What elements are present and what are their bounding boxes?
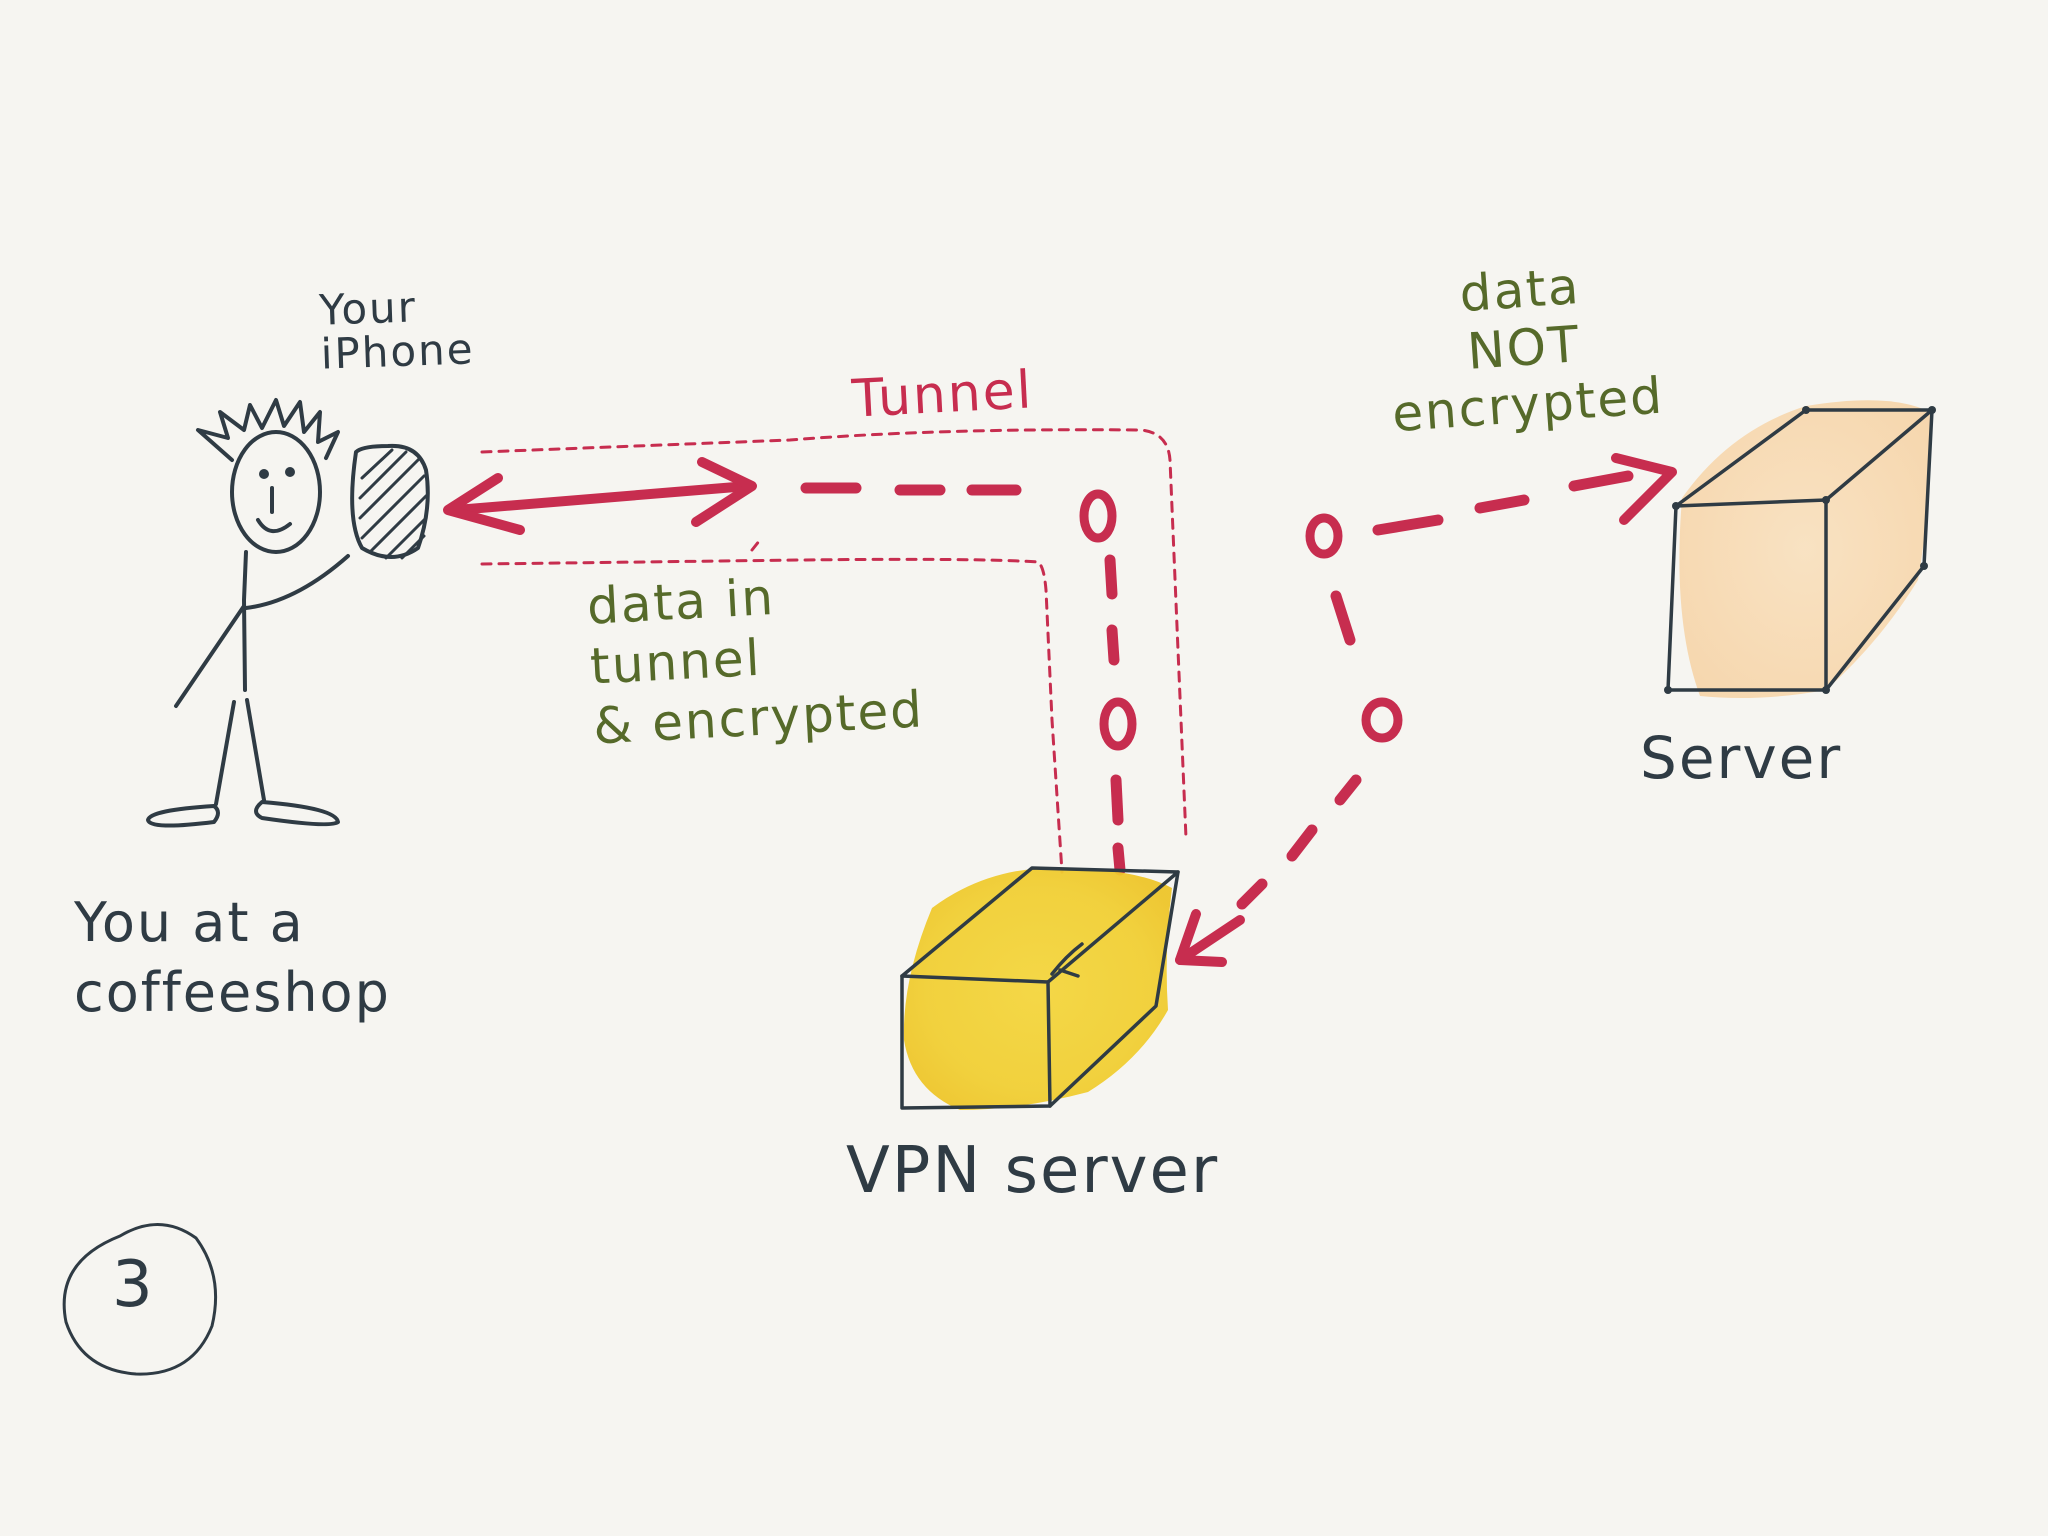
iphone-icon [350,443,430,560]
vpn-server-label: VPN server [846,1137,1219,1205]
data-not-encrypted-label: data NOT encrypted [1382,253,1665,444]
vpn-server-box-icon [900,866,1180,1110]
data-in-tunnel-label: data in tunnel & encrypted [586,559,926,756]
unencrypted-data-path [1175,453,1677,967]
tunnel-walls [480,428,1188,874]
your-iphone-label: Your iPhone [318,282,476,379]
data-not-encrypted-text: data NOT encrypted [1390,257,1666,444]
tunnel-label: Tunnel [850,360,1035,430]
step-number-circle [62,1223,218,1376]
vpn-server-text: VPN server [846,1134,1220,1208]
server-text: Server [1640,724,1843,792]
server-label: Server [1640,728,1842,789]
you-at-coffeeshop-text: You at a coffeeshop [74,891,391,1025]
tunnel-data-dashes [800,482,1137,876]
you-at-coffeeshop-label: You at a coffeeshop [74,888,391,1028]
server-box-icon [1664,400,1936,698]
stick-person-icon [146,398,350,828]
tunnel-double-arrow [443,457,757,535]
tunnel-text: Tunnel [850,360,1035,430]
step-number: 3 [112,1251,155,1319]
step-number-text: 3 [112,1248,155,1322]
data-in-tunnel-text: data in tunnel & encrypted [585,567,926,756]
your-iphone-text: Your iPhone [318,282,476,379]
